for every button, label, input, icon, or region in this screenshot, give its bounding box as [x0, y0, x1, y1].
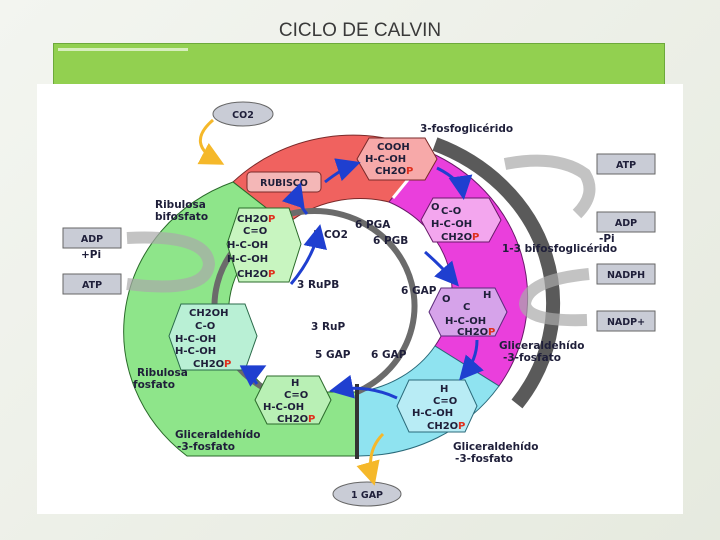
adp-out-label: ADP	[615, 218, 637, 229]
gap3-line3: CH2O	[277, 414, 308, 425]
atp-in-box	[596, 153, 656, 175]
rubp-name-label-1: Ribulosa	[155, 199, 206, 211]
gap3-h: H	[291, 378, 299, 389]
bpg-line1: C-O	[441, 206, 461, 217]
ru5p-name-label-1: Ribulosa	[137, 367, 188, 379]
adp-left-box	[62, 227, 122, 249]
gap-bottom-label-1: Gliceraldehído	[453, 441, 538, 453]
gap1-line2: H-C-OH	[445, 316, 486, 327]
co2-input-label: CO2	[232, 110, 254, 121]
rubp-line5-p: P	[268, 269, 275, 280]
rubp-line3: H-C-OH	[227, 240, 268, 251]
ru5p-line4: H-C-OH	[175, 346, 216, 357]
rubp-line2: C=O	[243, 226, 267, 237]
inner-rup: 3 RuP	[311, 321, 346, 333]
gap1-h: H	[483, 290, 491, 301]
gap-right-label-1: Gliceraldehído	[499, 340, 584, 352]
atp-left-box	[62, 273, 122, 295]
nadph-in-box	[596, 263, 656, 285]
rubp-line5: CH2O	[237, 269, 268, 280]
bpg-line3-p: P	[472, 232, 479, 243]
arrow-ru5p-to-rubp	[289, 224, 327, 285]
pi-left-label: +Pi	[81, 249, 101, 261]
rubp-name-label-2: bifosfato	[155, 211, 208, 223]
arrow-gap3-to-ru5p	[239, 365, 267, 387]
pga-line1: COOH	[377, 142, 410, 153]
inner-pga: 6 PGA	[355, 219, 391, 231]
gap-output-arrow	[356, 432, 385, 486]
gap-bottom-label-2: -3-fosfato	[455, 453, 513, 465]
inner-pgb: 6 PGB	[373, 235, 408, 247]
pga-line3: CH2O	[375, 166, 406, 177]
adp-left-label: ADP	[81, 234, 103, 245]
outer-ring-right	[432, 137, 561, 409]
pga-line2: H-C-OH	[365, 154, 406, 165]
bpg-name-label: 1-3 bifosfoglicérido	[502, 243, 617, 255]
gap1-c: C	[463, 302, 470, 313]
pga-name-label: 3-fosfoglicérido	[420, 123, 513, 135]
arrow-gap-to-gap2	[459, 339, 484, 381]
gap1-o: O	[442, 294, 451, 305]
bpg-o: O	[431, 202, 440, 213]
atp-in-label: ATP	[616, 160, 636, 171]
co2-input-oval	[212, 101, 274, 127]
gap-left-label-2: -3-fosfato	[177, 441, 235, 453]
gap2-line1: C=O	[433, 396, 457, 407]
diagram-svg: CO2 RUBISCO 3-fosfoglicérido COOH H-C-OH…	[62, 101, 656, 507]
inner-gap-bottom-right: 6 GAP	[371, 349, 407, 361]
rubp-line1-p: P	[268, 214, 275, 225]
gap-output-label: 1 GAP	[351, 490, 383, 501]
gap3-molecule-hex	[254, 375, 332, 425]
slide-title: CICLO DE CALVIN	[278, 20, 442, 41]
adp-out-box	[596, 211, 656, 233]
gap3-line2: H-C-OH	[263, 402, 304, 413]
bpg-molecule-hex	[420, 197, 502, 243]
atp-left-flow-arrow	[126, 231, 216, 293]
arrow-pga-to-bpg	[436, 166, 473, 200]
arrow-gap2-to-gap3	[329, 374, 398, 400]
gap1-molecule-hex	[428, 287, 508, 337]
rubisco-label: RUBISCO	[260, 178, 308, 189]
ru5p-line3: H-C-OH	[175, 334, 216, 345]
calvin-cycle-diagram: CO2 RUBISCO 3-fosfoglicérido COOH H-C-OH…	[37, 84, 683, 514]
bpg-line2: H-C-OH	[431, 219, 472, 230]
gap2-line3-p: P	[458, 421, 465, 432]
title-accent-line	[58, 48, 188, 51]
gap2-line3: CH2O	[427, 421, 458, 432]
nadp-out-label: NADP+	[607, 317, 645, 328]
bpg-line3: CH2O	[441, 232, 472, 243]
pi-out-label: -Pi	[599, 233, 615, 245]
gap-right-label-2: -3-fosfato	[503, 352, 561, 364]
rubp-line1: CH2O	[237, 214, 268, 225]
gap3-line1: C=O	[284, 390, 308, 401]
inner-gap-bottom-left: 5 GAP	[315, 349, 351, 361]
nadph-in-label: NADPH	[607, 270, 645, 281]
arrow-bpg-to-gap	[424, 250, 459, 287]
inner-gap-right: 6 GAP	[401, 285, 437, 297]
pga-line3-p: P	[406, 166, 413, 177]
atp-flow-arrow	[503, 154, 596, 219]
gap1-line3: CH2O	[457, 327, 488, 338]
rubp-line4: H-C-OH	[227, 254, 268, 265]
gap2-line2: H-C-OH	[412, 408, 453, 419]
arrow-co2-into-cycle	[281, 182, 309, 215]
gap-left-label-1: Gliceraldehído	[175, 429, 260, 441]
gap3-line3-p: P	[308, 414, 315, 425]
ru5p-line5-p: P	[224, 359, 231, 370]
atp-left-label: ATP	[82, 280, 102, 291]
ru5p-line5: CH2O	[193, 359, 224, 370]
gap1-line3-p: P	[488, 327, 495, 338]
ru5p-line2: C-O	[195, 321, 215, 332]
nadph-flow-arrow	[518, 268, 590, 327]
inner-rupb: 3 RuPB	[297, 279, 339, 291]
nadp-out-box	[596, 310, 656, 332]
co2-arrow	[197, 118, 225, 165]
ru5p-name-label-2: fosfato	[133, 379, 175, 391]
gap2-h: H	[440, 384, 448, 395]
arrow-rubisco-to-pga	[324, 158, 361, 184]
ru5p-line1: CH2OH	[189, 308, 229, 319]
